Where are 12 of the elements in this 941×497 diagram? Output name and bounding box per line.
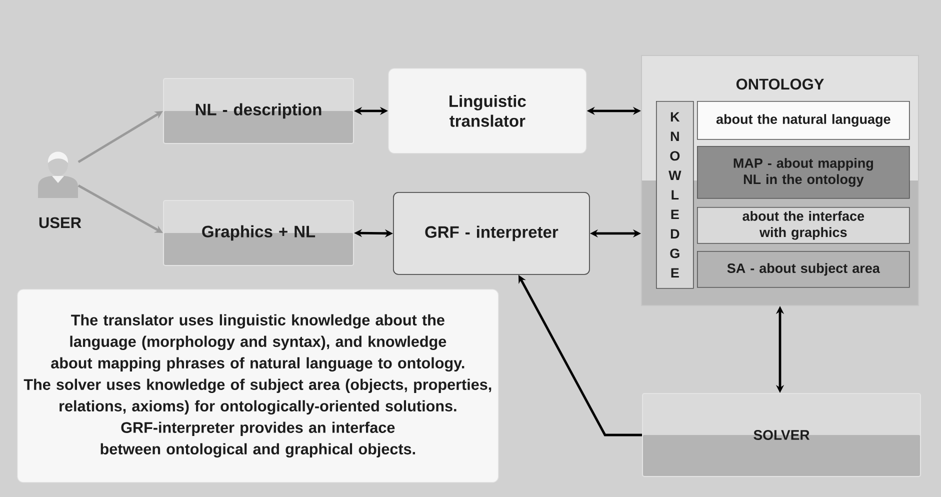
layer-box: SA - about subject area (697, 251, 910, 288)
layer-box: MAP - about mapping NL in the ontology (697, 146, 910, 199)
process-box: SOLVER (642, 393, 921, 477)
layer-box: about the interface with graphics (697, 207, 910, 244)
icon-label: USER (39, 217, 82, 228)
note-box: The translator uses linguistic knowledge about the language (morphology and syntax), and knowledge about mapping phrases of natural language to ontology. The solver uses knowledge of subject area (objects, properties, relations, axioms) for ontologically-oriented solutions. GRF-interpreter provides an interface between ontological and graphical objects. (17, 289, 499, 483)
process-box: GRF - interpreter (393, 192, 590, 275)
process-box: Graphics + NL (163, 200, 354, 266)
process-box: NL - description (163, 78, 354, 144)
vertical-text-box: K N O W L E D G E (656, 101, 694, 289)
process-box: Linguistic translator (388, 68, 587, 154)
layer-box: about the natural language (697, 101, 910, 140)
